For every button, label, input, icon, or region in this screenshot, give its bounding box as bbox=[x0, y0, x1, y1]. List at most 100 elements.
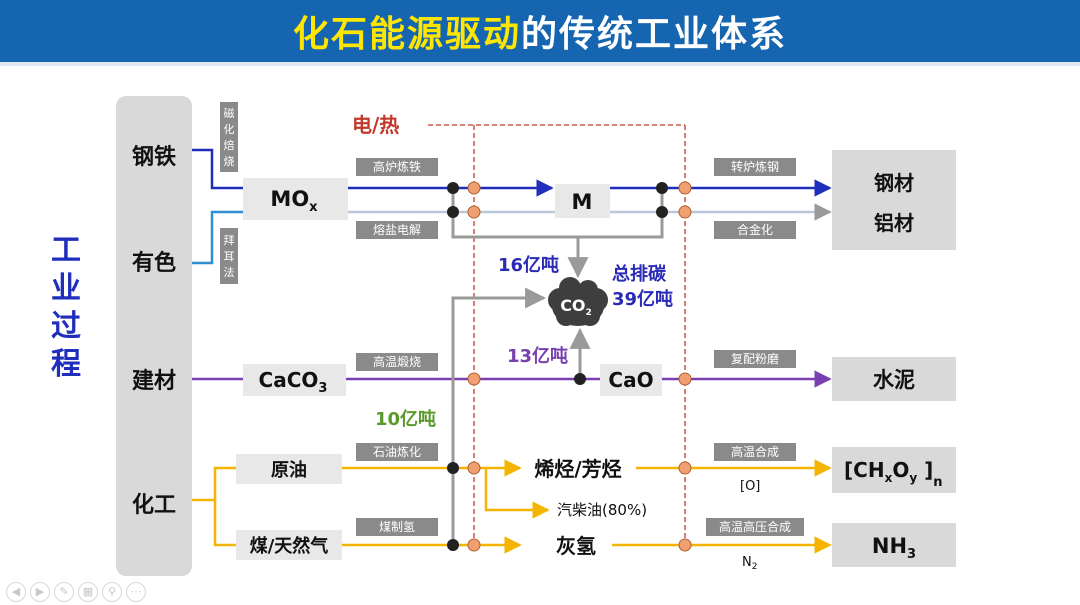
product-cement: 水泥 bbox=[873, 368, 915, 392]
product-nh3: NH3 bbox=[872, 534, 916, 562]
chemical-lines bbox=[192, 459, 832, 554]
chx-o: O bbox=[892, 458, 909, 482]
roasting-char: 磁 bbox=[224, 107, 235, 120]
label-calcination: 高温煅烧 bbox=[373, 354, 421, 369]
dot-orange bbox=[467, 461, 481, 475]
mox-sub: x bbox=[309, 200, 318, 215]
label-alloying: 合金化 bbox=[737, 222, 773, 237]
bayer-label-box bbox=[220, 228, 238, 284]
dot-black bbox=[656, 182, 668, 194]
node-mox: MOx bbox=[270, 187, 318, 215]
n2-main: N bbox=[742, 555, 752, 570]
title-bar: 化石能源驱动的传统工业体系 bbox=[0, 0, 1080, 62]
dot-orange bbox=[467, 538, 481, 552]
title-highlight: 化石能源驱动 bbox=[292, 14, 521, 55]
energy-lines bbox=[428, 124, 686, 545]
label-hthp-synthesis: 高温高压合成 bbox=[719, 519, 791, 534]
roasting-char: 化 bbox=[224, 122, 235, 136]
product-chxoy: [CHxOy ]n bbox=[844, 458, 943, 490]
dot-orange bbox=[678, 205, 692, 219]
industry-building: 建材 bbox=[132, 369, 176, 394]
co2-cloud: CO2 bbox=[548, 277, 608, 326]
roasting-label-box bbox=[220, 102, 238, 172]
product-aluminum: 铝材 bbox=[874, 211, 914, 235]
co2-sub: 2 bbox=[586, 308, 592, 318]
dot-orange bbox=[678, 461, 692, 475]
label-ht-synthesis: 高温合成 bbox=[731, 444, 779, 459]
nh3-sub: 3 bbox=[907, 547, 916, 562]
emission-metal: 16亿吨 bbox=[498, 254, 559, 276]
reactant-n2: N2 bbox=[742, 555, 757, 572]
bayer-char: 耳 bbox=[224, 250, 235, 263]
title-rest: 的传统工业体系 bbox=[521, 14, 788, 55]
dot-orange bbox=[678, 181, 692, 195]
page-title: 化石能源驱动的传统工业体系 bbox=[293, 5, 787, 57]
dot-orange bbox=[467, 372, 481, 386]
title-underline bbox=[0, 62, 1080, 66]
node-coal-gas: 煤/天然气 bbox=[250, 535, 329, 557]
mox-main: MO bbox=[270, 187, 309, 211]
dot-black bbox=[656, 206, 668, 218]
chx-close: ] bbox=[917, 458, 933, 482]
co2-main: CO bbox=[560, 296, 585, 315]
nodes: MOx M CaCO3 CaO 原油 煤/天然气 烯烃/芳烃 汽柴油(80%) … bbox=[236, 178, 662, 560]
side-char: 工 bbox=[51, 233, 81, 268]
node-cao: CaO bbox=[608, 368, 653, 392]
label-molten-salt: 熔盐电解 bbox=[373, 222, 421, 237]
industry-steel: 钢铁 bbox=[132, 144, 176, 170]
dot-black bbox=[447, 462, 459, 474]
nh3-main: NH bbox=[872, 534, 907, 558]
emission-total-1: 总排碳 bbox=[612, 263, 667, 285]
emission-cement: 13亿吨 bbox=[507, 345, 568, 367]
industry-diagram: 工 业 过 程 钢铁 有色 建材 化工 磁 化 焙 烧 拜 耳 法 电/热 bbox=[51, 96, 956, 576]
bayer-char: 拜 bbox=[224, 234, 235, 247]
chx-n: n bbox=[933, 475, 942, 490]
node-grey-h2: 灰氢 bbox=[556, 534, 596, 558]
prev-slide-icon[interactable]: ◀ bbox=[6, 582, 26, 602]
co2-label: CO2 bbox=[560, 296, 592, 318]
next-slide-icon[interactable]: ▶ bbox=[30, 582, 50, 602]
node-caco3: CaCO3 bbox=[259, 368, 328, 396]
label-converter: 转炉炼钢 bbox=[731, 159, 779, 174]
dot-orange bbox=[678, 372, 692, 386]
product-steel: 钢材 bbox=[874, 171, 914, 195]
pen-icon[interactable]: ✎ bbox=[54, 582, 74, 602]
roasting-char: 烧 bbox=[224, 155, 235, 168]
industry-chemical: 化工 bbox=[132, 492, 176, 518]
label-coal-h2: 煤制氢 bbox=[379, 519, 415, 534]
roasting-char: 焙 bbox=[224, 138, 235, 152]
side-char: 过 bbox=[51, 309, 81, 344]
zoom-icon[interactable]: ⚲ bbox=[102, 582, 122, 602]
label-refining: 石油炼化 bbox=[373, 444, 421, 459]
n2-sub: 2 bbox=[752, 562, 758, 572]
dot-orange bbox=[678, 538, 692, 552]
side-char: 程 bbox=[51, 347, 81, 382]
caco3-main: CaCO bbox=[259, 368, 319, 392]
node-olefins: 烯烃/芳烃 bbox=[534, 457, 621, 481]
industry-nonferrous: 有色 bbox=[132, 250, 176, 276]
industry-panel bbox=[116, 96, 192, 576]
slides-grid-icon[interactable]: ▦ bbox=[78, 582, 98, 602]
dot-black bbox=[447, 182, 459, 194]
dot-black bbox=[574, 373, 586, 385]
label-grinding: 复配粉磨 bbox=[731, 352, 779, 366]
emission-chemical: 10亿吨 bbox=[375, 408, 436, 430]
caco3-sub: 3 bbox=[318, 381, 327, 396]
junction-dots bbox=[447, 181, 692, 552]
energy-label: 电/热 bbox=[352, 113, 399, 137]
bayer-char: 法 bbox=[224, 265, 235, 279]
more-icon[interactable]: ⋯ bbox=[126, 582, 146, 602]
dot-orange bbox=[467, 205, 481, 219]
chx-y: y bbox=[909, 471, 917, 485]
side-char: 业 bbox=[51, 271, 81, 306]
dot-black bbox=[447, 539, 459, 551]
label-blast-furnace: 高炉炼铁 bbox=[373, 159, 421, 174]
node-crude: 原油 bbox=[271, 459, 307, 481]
chx-main: [CH bbox=[844, 458, 885, 482]
process-labels: 高炉炼铁 熔盐电解 转炉炼钢 合金化 高温煅烧 复配粉磨 石油炼化 煤制氢 高温… bbox=[356, 158, 804, 536]
side-label: 工 业 过 程 bbox=[51, 233, 81, 382]
node-fuel: 汽柴油(80%) bbox=[557, 501, 647, 519]
reactant-oxygen: [O] bbox=[740, 479, 760, 494]
emission-total-2: 39亿吨 bbox=[612, 288, 673, 310]
dot-orange bbox=[467, 181, 481, 195]
